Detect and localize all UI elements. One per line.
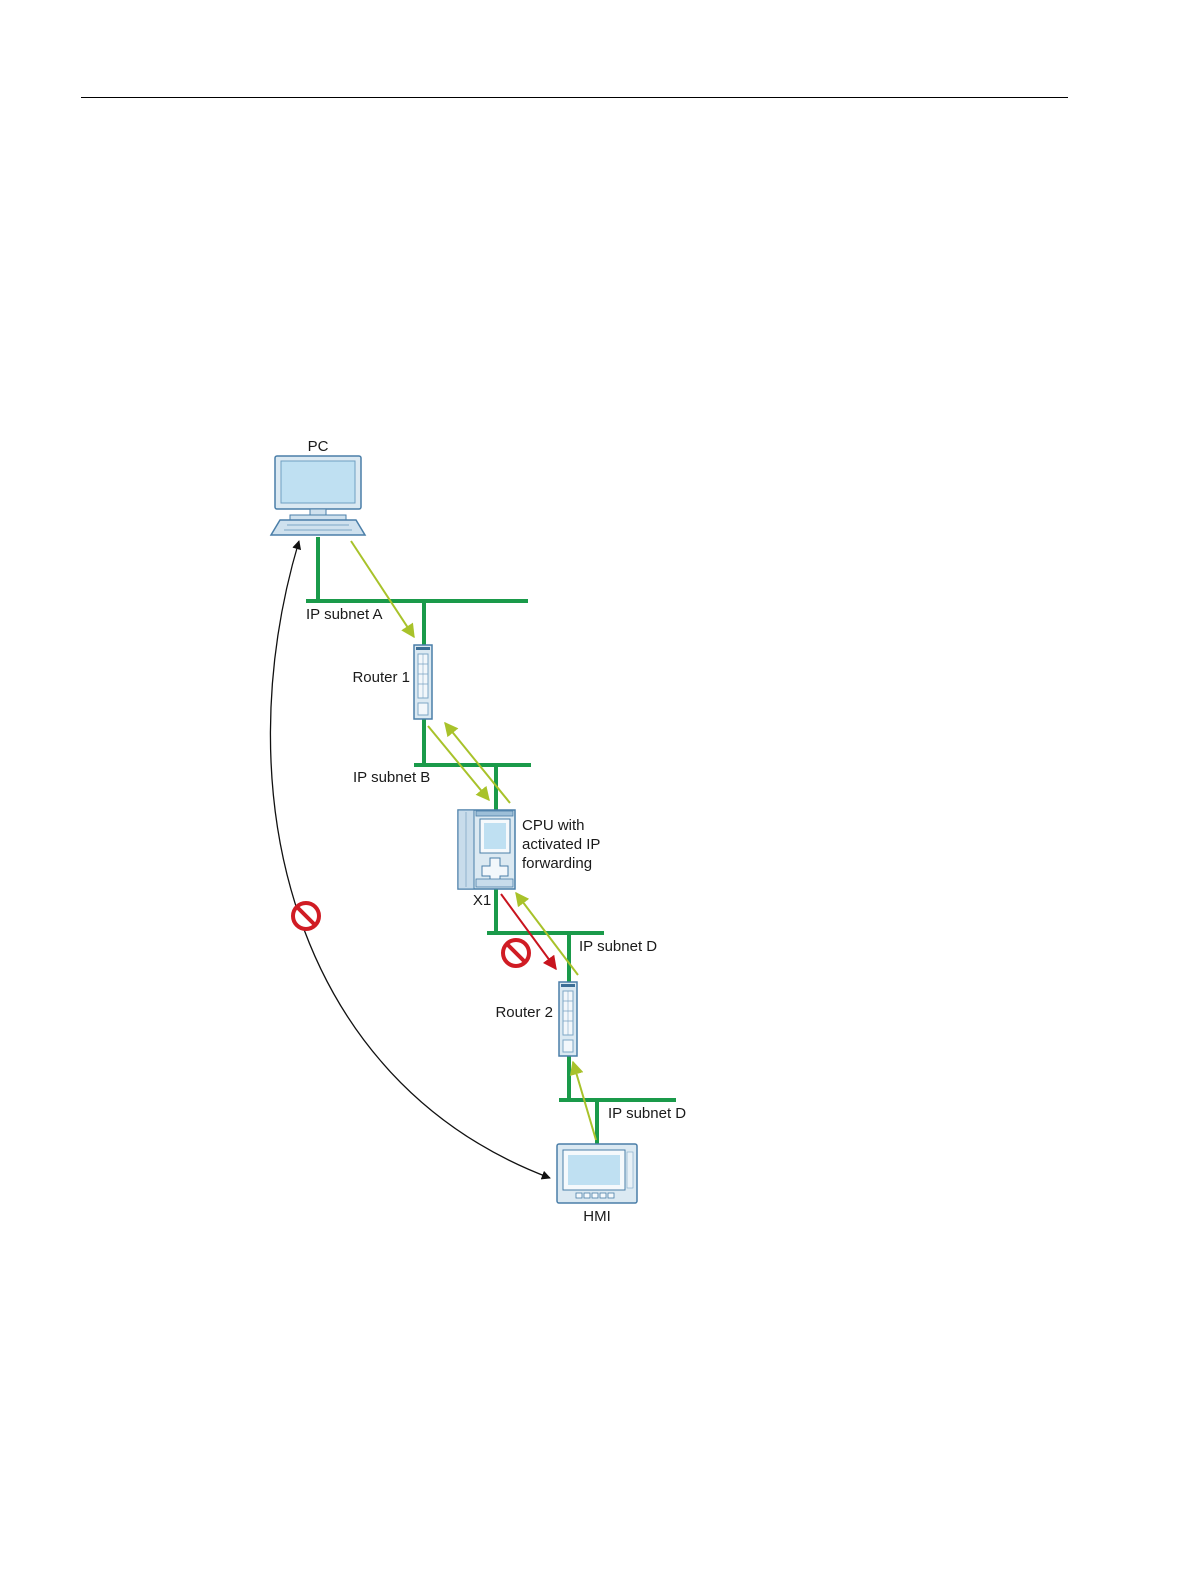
pc-icon	[271, 456, 365, 535]
subnet-a-label: IP subnet A	[306, 606, 382, 623]
hmi-label: HMI	[583, 1208, 611, 1225]
cpu-label-line2: activated IP	[522, 836, 600, 853]
prohibited-icon	[503, 940, 529, 966]
subnet-d-upper-label: IP subnet D	[579, 938, 657, 955]
router2-label: Router 2	[495, 1004, 553, 1021]
port-x1-label: X1	[473, 892, 491, 909]
router-2-icon	[559, 982, 577, 1056]
subnet-b-label: IP subnet B	[353, 769, 430, 786]
cpu-icon	[458, 810, 515, 889]
router-1-icon	[414, 645, 432, 719]
pc-label: PC	[308, 438, 329, 455]
prohibited-icon	[293, 903, 319, 929]
hmi-panel-icon	[557, 1144, 637, 1203]
cpu-label-line3: forwarding	[522, 855, 592, 872]
router1-label: Router 1	[352, 669, 410, 686]
subnet-d-lower-label: IP subnet D	[608, 1105, 686, 1122]
cpu-label-line1: CPU with	[522, 817, 585, 834]
